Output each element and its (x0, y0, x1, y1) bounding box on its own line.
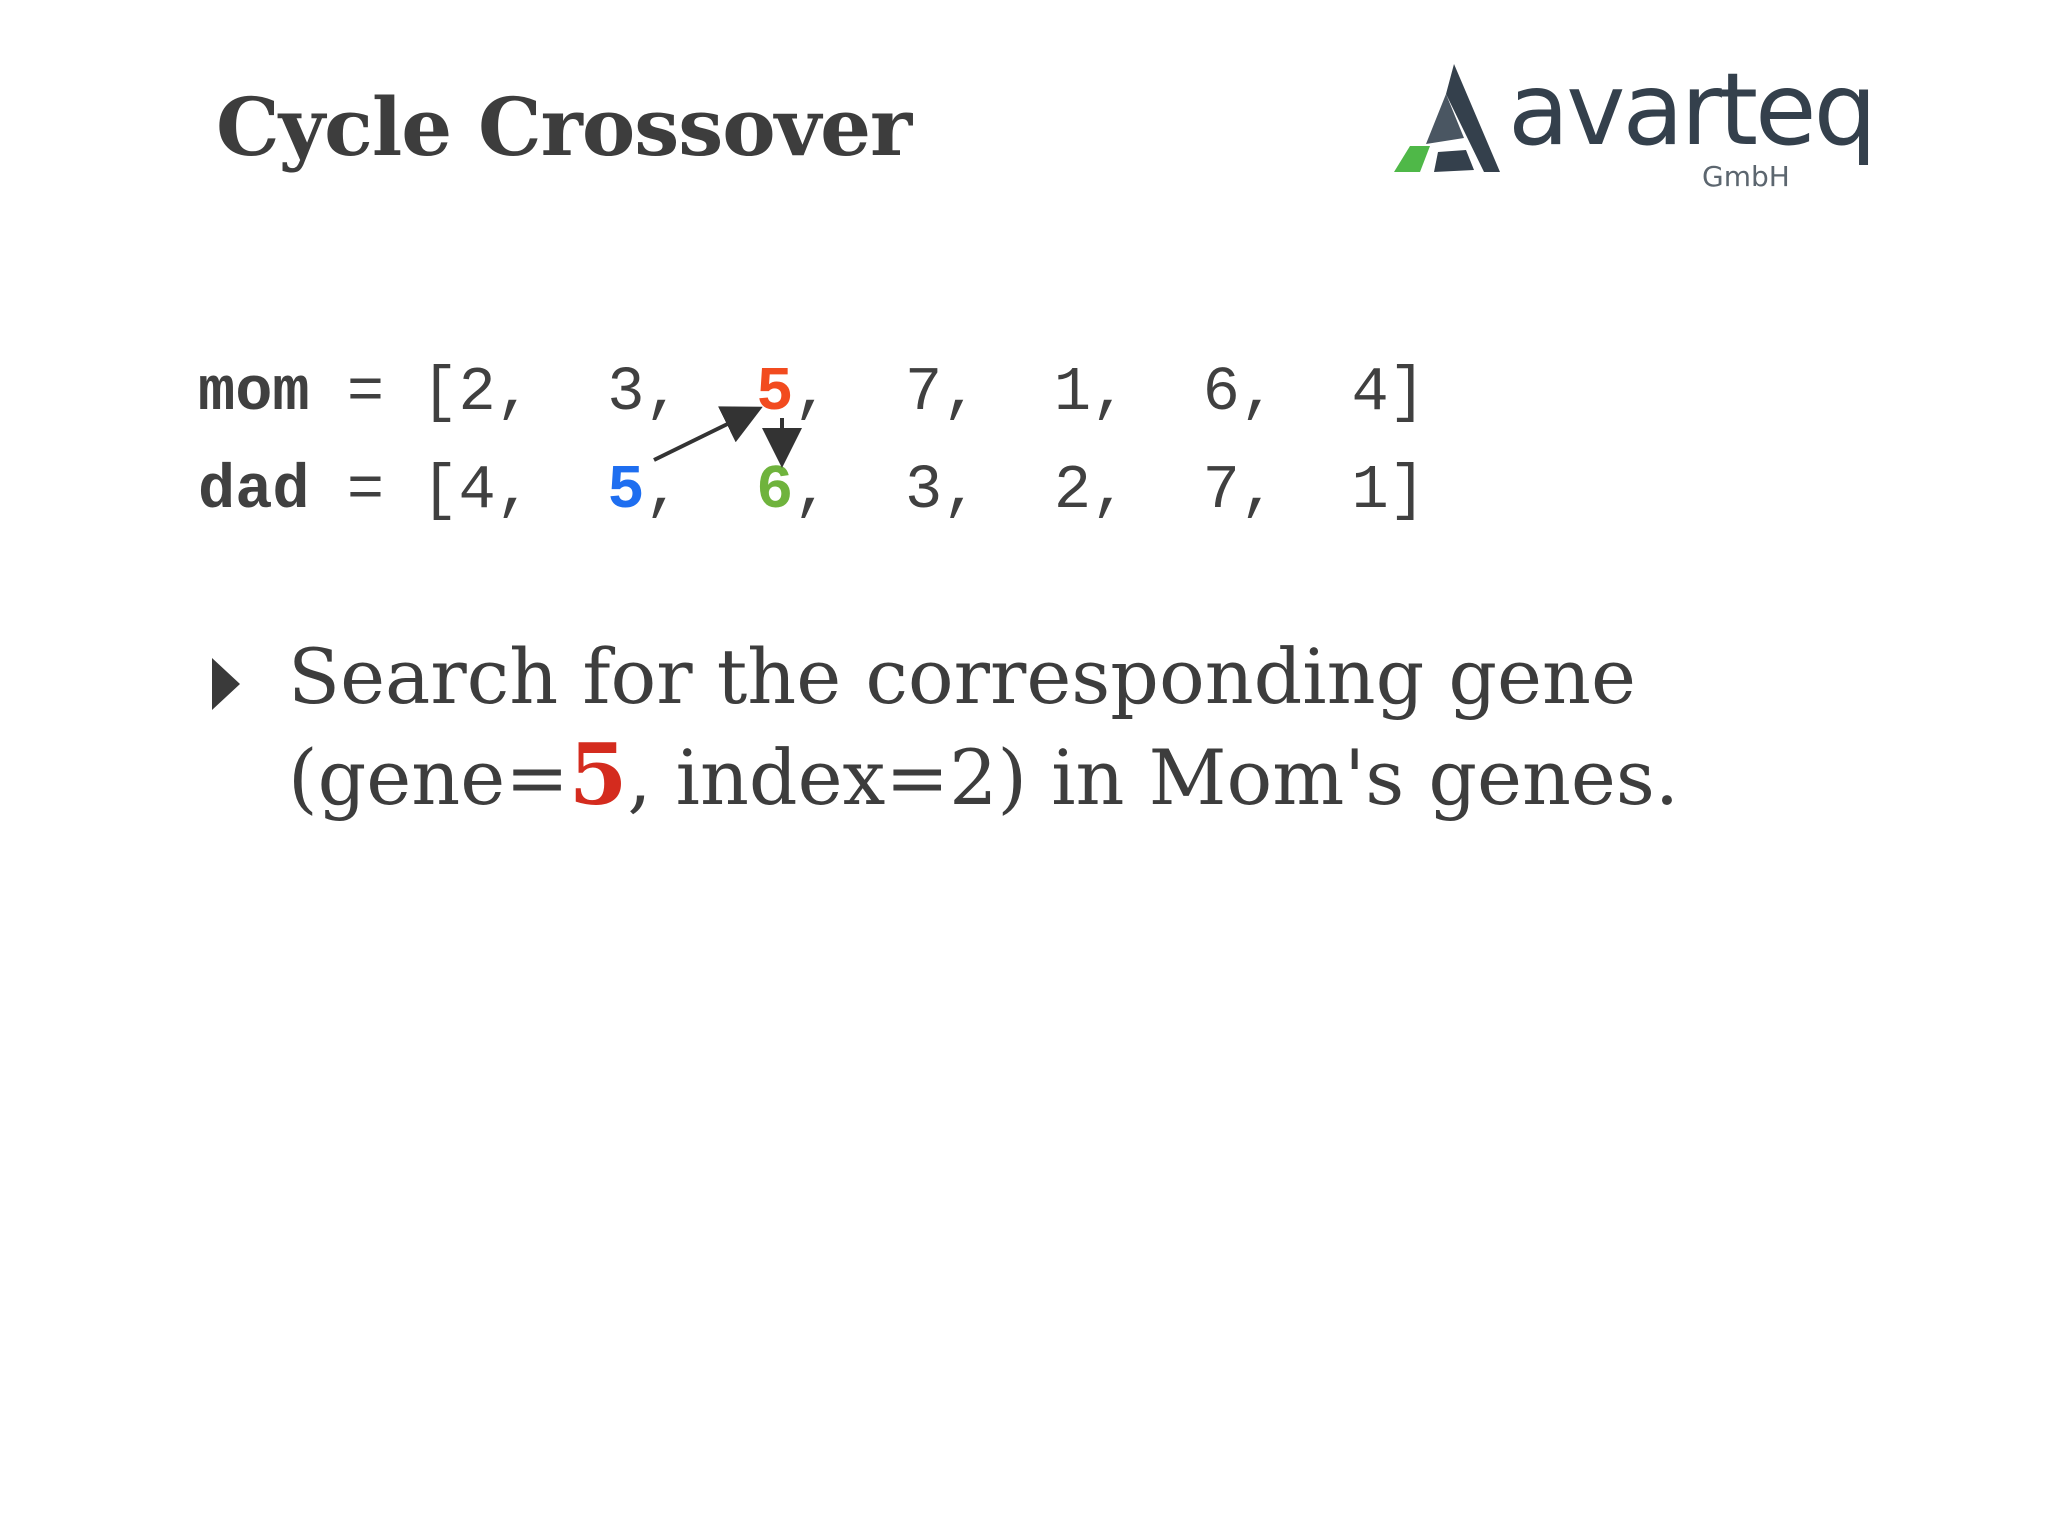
dad-gene-6: 1 (1351, 455, 1389, 526)
mom-gene-6: 4 (1351, 357, 1389, 428)
logo-subtitle: GmbH (1702, 160, 1790, 193)
bullet-line-2-suffix: , index=2) in Mom's genes. (627, 733, 1680, 822)
code-line-dad: dad = [4, 5, 6, 3, 2, 7, 1] (198, 455, 1426, 526)
dad-gene-5: 7 (1202, 455, 1240, 526)
mom-gene-3: 7 (904, 357, 943, 428)
mom-gene-5: 6 (1202, 357, 1240, 428)
mom-gene-2: 5 (756, 357, 794, 428)
mom-gene-1: 3 (607, 357, 645, 428)
mom-variable-name: mom (198, 357, 310, 428)
logo-mark-icon (1394, 64, 1500, 172)
bullet-line-2-prefix: (gene= (288, 733, 569, 822)
company-logo: avarteq GmbH (1390, 60, 1877, 200)
bullet-text: Search for the corresponding gene (gene=… (288, 628, 1688, 827)
dad-gene-3: 3 (904, 455, 943, 526)
mom-gene-4: 1 (1053, 357, 1092, 428)
code-line-mom: mom = [2, 3, 5, 7, 1, 6, 4] (198, 357, 1426, 428)
bullet-gene-number: 5 (568, 725, 628, 824)
mom-gene-0: 2 (458, 357, 496, 428)
dad-gene-2: 6 (756, 455, 794, 526)
slide-title: Cycle Crossover (216, 80, 912, 174)
dad-gene-0: 4 (458, 455, 496, 526)
triangle-bullet-icon (212, 658, 240, 710)
dad-gene-1: 5 (607, 455, 645, 526)
dad-variable-name: dad (198, 455, 310, 526)
bullet-line-1: Search for the corresponding gene (288, 632, 1636, 721)
dad-gene-4: 2 (1053, 455, 1092, 526)
logo-wordmark: avarteq (1508, 51, 1877, 168)
